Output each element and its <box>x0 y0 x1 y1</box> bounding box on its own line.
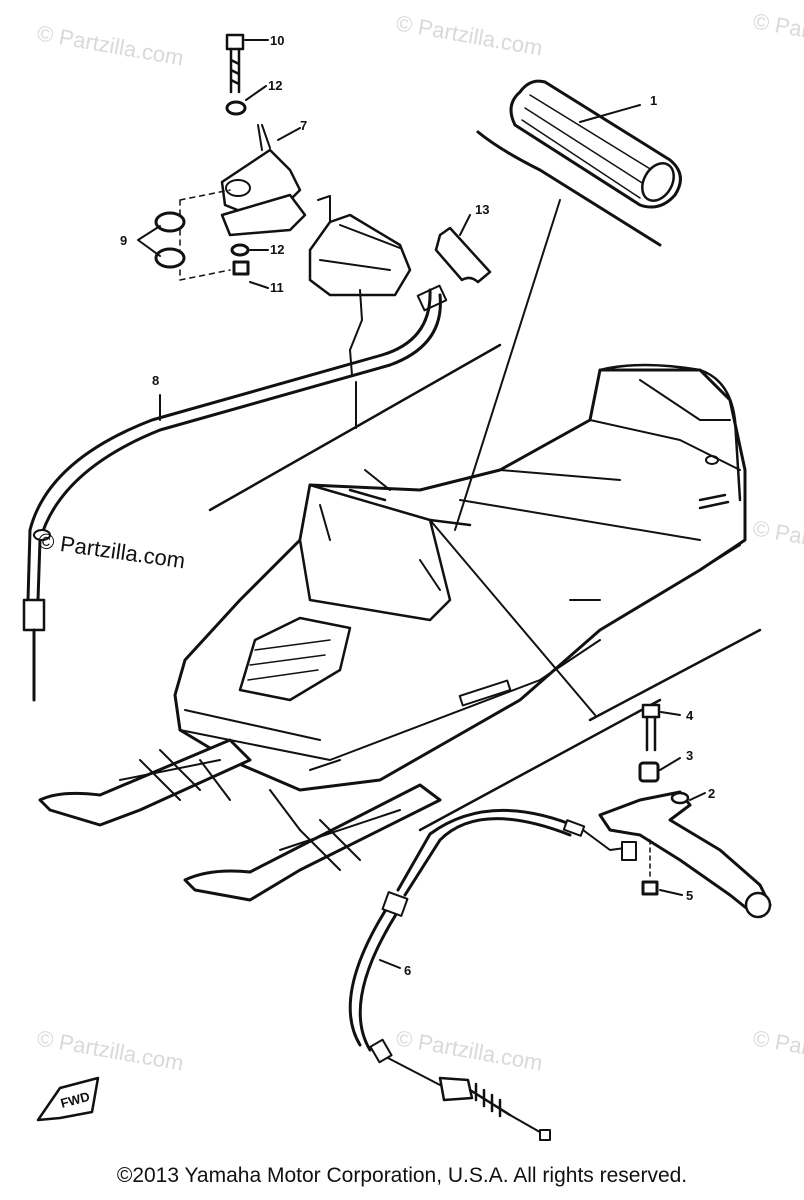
callout-5: 5 <box>686 888 693 903</box>
callout-12b: 12 <box>270 242 284 257</box>
watermark: © Partzilla.com <box>751 8 804 58</box>
leader-lines <box>348 199 596 716</box>
watermark: © Partzilla.com <box>751 1025 804 1075</box>
callout-6: 6 <box>404 963 411 978</box>
callout-1: 1 <box>650 93 657 108</box>
watermark: © Partzilla.com <box>394 1025 544 1075</box>
callout-4: 4 <box>686 708 694 723</box>
part-1-grip: 1 <box>476 79 682 247</box>
callout-11: 11 <box>270 280 284 295</box>
part-8-cable: 8 <box>22 288 442 702</box>
callout-13: 13 <box>475 202 489 217</box>
callout-7: 7 <box>300 118 307 133</box>
callout-8: 8 <box>152 373 159 388</box>
callout-3: 3 <box>686 748 693 763</box>
bracket-assembly: 10 12 7 9 12 11 <box>120 33 307 295</box>
callout-10: 10 <box>270 33 284 48</box>
fwd-label: FWD <box>59 1089 91 1111</box>
skis <box>38 738 442 902</box>
copyright-notice: ©2013 Yamaha Motor Corporation, U.S.A. A… <box>116 1164 688 1187</box>
brake-lever-assembly: 4 3 2 5 <box>598 703 772 919</box>
part-6-brake-cable: 6 <box>348 808 637 1141</box>
watermark: © Partzilla.com <box>35 20 185 70</box>
callout-9: 9 <box>120 233 127 248</box>
ground-lines <box>208 343 762 832</box>
snowmobile-body <box>173 363 747 792</box>
callout-12: 12 <box>268 78 282 93</box>
part-13-clip: 13 <box>434 202 492 284</box>
callout-2: 2 <box>708 786 715 801</box>
watermark: © Partzilla.com <box>35 1025 185 1075</box>
watermark: © Partzilla.com <box>751 515 804 565</box>
watermark: © Partzilla.com <box>394 10 544 60</box>
throttle-housing <box>308 195 448 351</box>
fwd-arrow-icon: FWD <box>36 1076 100 1122</box>
